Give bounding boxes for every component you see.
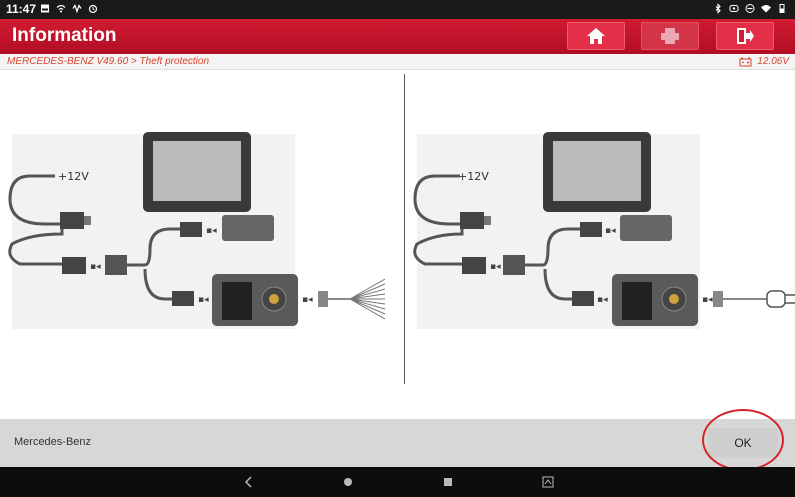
status-left-icons (40, 3, 98, 14)
page-title: Information (12, 25, 117, 46)
power-label: +12V (58, 170, 89, 183)
multi-pin-cable (349, 278, 386, 320)
home-icon (587, 28, 605, 44)
title-bar: Information (0, 19, 795, 54)
svg-text:▪◂: ▪◂ (490, 262, 501, 272)
vci-adapter (222, 215, 274, 241)
connection-diagram-area: +12V ▪◂ ▪◂ ▪◂ ▪ (0, 71, 795, 419)
svg-text:▪◂: ▪◂ (702, 295, 713, 305)
svg-text:▪◂: ▪◂ (206, 226, 217, 236)
home-circle-icon (344, 478, 352, 486)
vci-adapter (620, 215, 672, 241)
wifi-icon (761, 5, 771, 13)
svg-text:▪◂: ▪◂ (302, 295, 313, 305)
print-icon (661, 28, 679, 44)
bluetooth-icon (715, 3, 721, 14)
screenshot-icon (542, 476, 554, 488)
nav-home-button[interactable] (340, 474, 356, 490)
nav-recent-button[interactable] (440, 474, 456, 490)
gallery-icon (41, 4, 49, 13)
vehicle-brand: Mercedes-Benz (14, 436, 92, 448)
nfc-icon (729, 5, 739, 12)
connection-diagram-right: +12V ▪◂ ▪◂ ▪◂ ▪◂ (413, 132, 795, 329)
panel-divider (404, 74, 405, 384)
svg-text:▪◂: ▪◂ (90, 262, 101, 272)
home-button[interactable] (567, 22, 625, 50)
breadcrumb: MERCEDES-BENZ V49.60 > Theft protection (7, 56, 210, 67)
alarm-icon (88, 4, 98, 14)
exit-button[interactable] (716, 22, 774, 50)
vibrate-icon (72, 4, 82, 14)
ok-button[interactable]: OK (708, 428, 778, 458)
wifi-off-icon (56, 4, 66, 13)
exit-icon (737, 28, 754, 44)
connection-diagram-left: +12V ▪◂ ▪◂ ▪◂ ▪ (8, 132, 386, 329)
svg-text:▪◂: ▪◂ (597, 295, 608, 305)
recent-apps-icon (444, 478, 452, 486)
nav-screenshot-button[interactable] (540, 474, 556, 490)
svg-text:▪◂: ▪◂ (198, 295, 209, 305)
navigation-bar (0, 467, 795, 497)
status-time: 11:47 (6, 2, 37, 16)
status-bar: 11:47 (0, 0, 795, 19)
battery-icon (779, 4, 785, 13)
print-button[interactable] (641, 22, 699, 50)
diagram-left: +12V ▪◂ ▪◂ ▪◂ ▪ (0, 129, 400, 339)
battery-voltage: 12.06V (739, 56, 789, 67)
obd-plug-bottom (62, 257, 86, 274)
status-right-icons (713, 3, 787, 14)
power-label: +12V (458, 170, 489, 183)
svg-text:▪◂: ▪◂ (605, 226, 616, 236)
voltage-value: 12.06V (757, 56, 789, 67)
back-icon (244, 476, 252, 488)
dnd-icon (745, 4, 755, 13)
diagram-right: +12V ▪◂ ▪◂ ▪◂ ▪◂ (405, 129, 795, 339)
nav-back-button[interactable] (240, 474, 256, 490)
breadcrumb-bar: MERCEDES-BENZ V49.60 > Theft protection … (0, 54, 795, 70)
obd-plug-top (60, 212, 84, 229)
footer-bar: Mercedes-Benz OK (0, 419, 795, 467)
key-clip (766, 290, 795, 308)
car-battery-icon (739, 57, 752, 66)
